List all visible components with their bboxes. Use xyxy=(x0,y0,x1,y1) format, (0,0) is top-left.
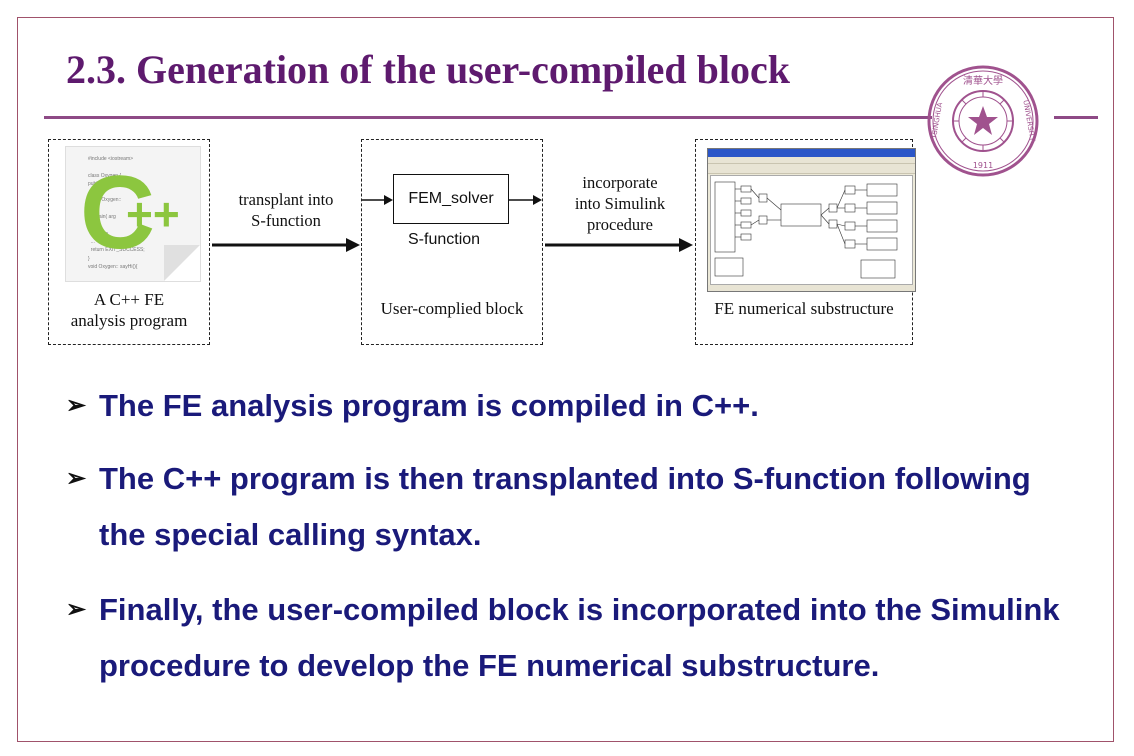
simulink-model-screenshot xyxy=(707,148,916,292)
university-seal-logo: 清華大學 TSINGHUA UNIVERSITY 1911 xyxy=(927,65,1039,177)
bullet-1-text: The FE analysis program is compiled in C… xyxy=(99,388,759,423)
arrow-1 xyxy=(212,238,360,252)
arrow-2 xyxy=(545,238,693,252)
title-underline-right xyxy=(1054,116,1098,119)
user-compiled-caption: User-complied block xyxy=(380,299,524,318)
arrow-1-label-line2: S-function xyxy=(251,211,321,230)
title-underline xyxy=(44,116,932,119)
arrow-2-label-line2: into Simulink xyxy=(574,194,666,213)
block-input-arrow xyxy=(362,195,393,205)
arrow-2-label-line3: procedure xyxy=(587,215,653,234)
arrow-2-label-line1: incorporate xyxy=(582,173,658,192)
seal-text-bottom: 1911 xyxy=(973,161,993,170)
slide-title: 2.3. Generation of the user-compiled blo… xyxy=(66,47,791,92)
bullet-arrow-icon: ➢ xyxy=(66,392,87,419)
cpp-caption-line2: analysis program xyxy=(70,311,188,330)
bullet-3: ➢ Finally, the user-compiled block is in… xyxy=(66,582,1066,750)
block-output-arrow xyxy=(509,195,542,205)
bullet-2: ➢ The C++ program is then transplanted i… xyxy=(66,451,1066,563)
seal-text-top: 清華大學 xyxy=(963,74,1003,87)
simulink-block-diagram xyxy=(714,181,898,279)
fem-solver-block: FEM_solver xyxy=(393,174,509,224)
slide-frame xyxy=(17,17,1114,742)
bullet-arrow-icon: ➢ xyxy=(66,465,87,492)
bullet-1: ➢ The FE analysis program is compiled in… xyxy=(66,378,1066,434)
bullet-arrow-icon: ➢ xyxy=(66,596,87,623)
arrow-1-label-line1: transplant into xyxy=(238,190,334,209)
bullet-3-text: Finally, the user-compiled block is inco… xyxy=(99,592,1060,683)
user-compiled-block-box xyxy=(361,139,543,345)
cpp-caption-line1: A C++ FE xyxy=(93,290,165,309)
bullet-2-text: The C++ program is then transplanted int… xyxy=(99,461,1031,552)
s-function-label: S-function xyxy=(408,231,481,248)
fe-substructure-caption: FE numerical substructure xyxy=(714,299,894,318)
cpp-icon: #include <iostream> class Oxygen { publi… xyxy=(65,146,201,282)
